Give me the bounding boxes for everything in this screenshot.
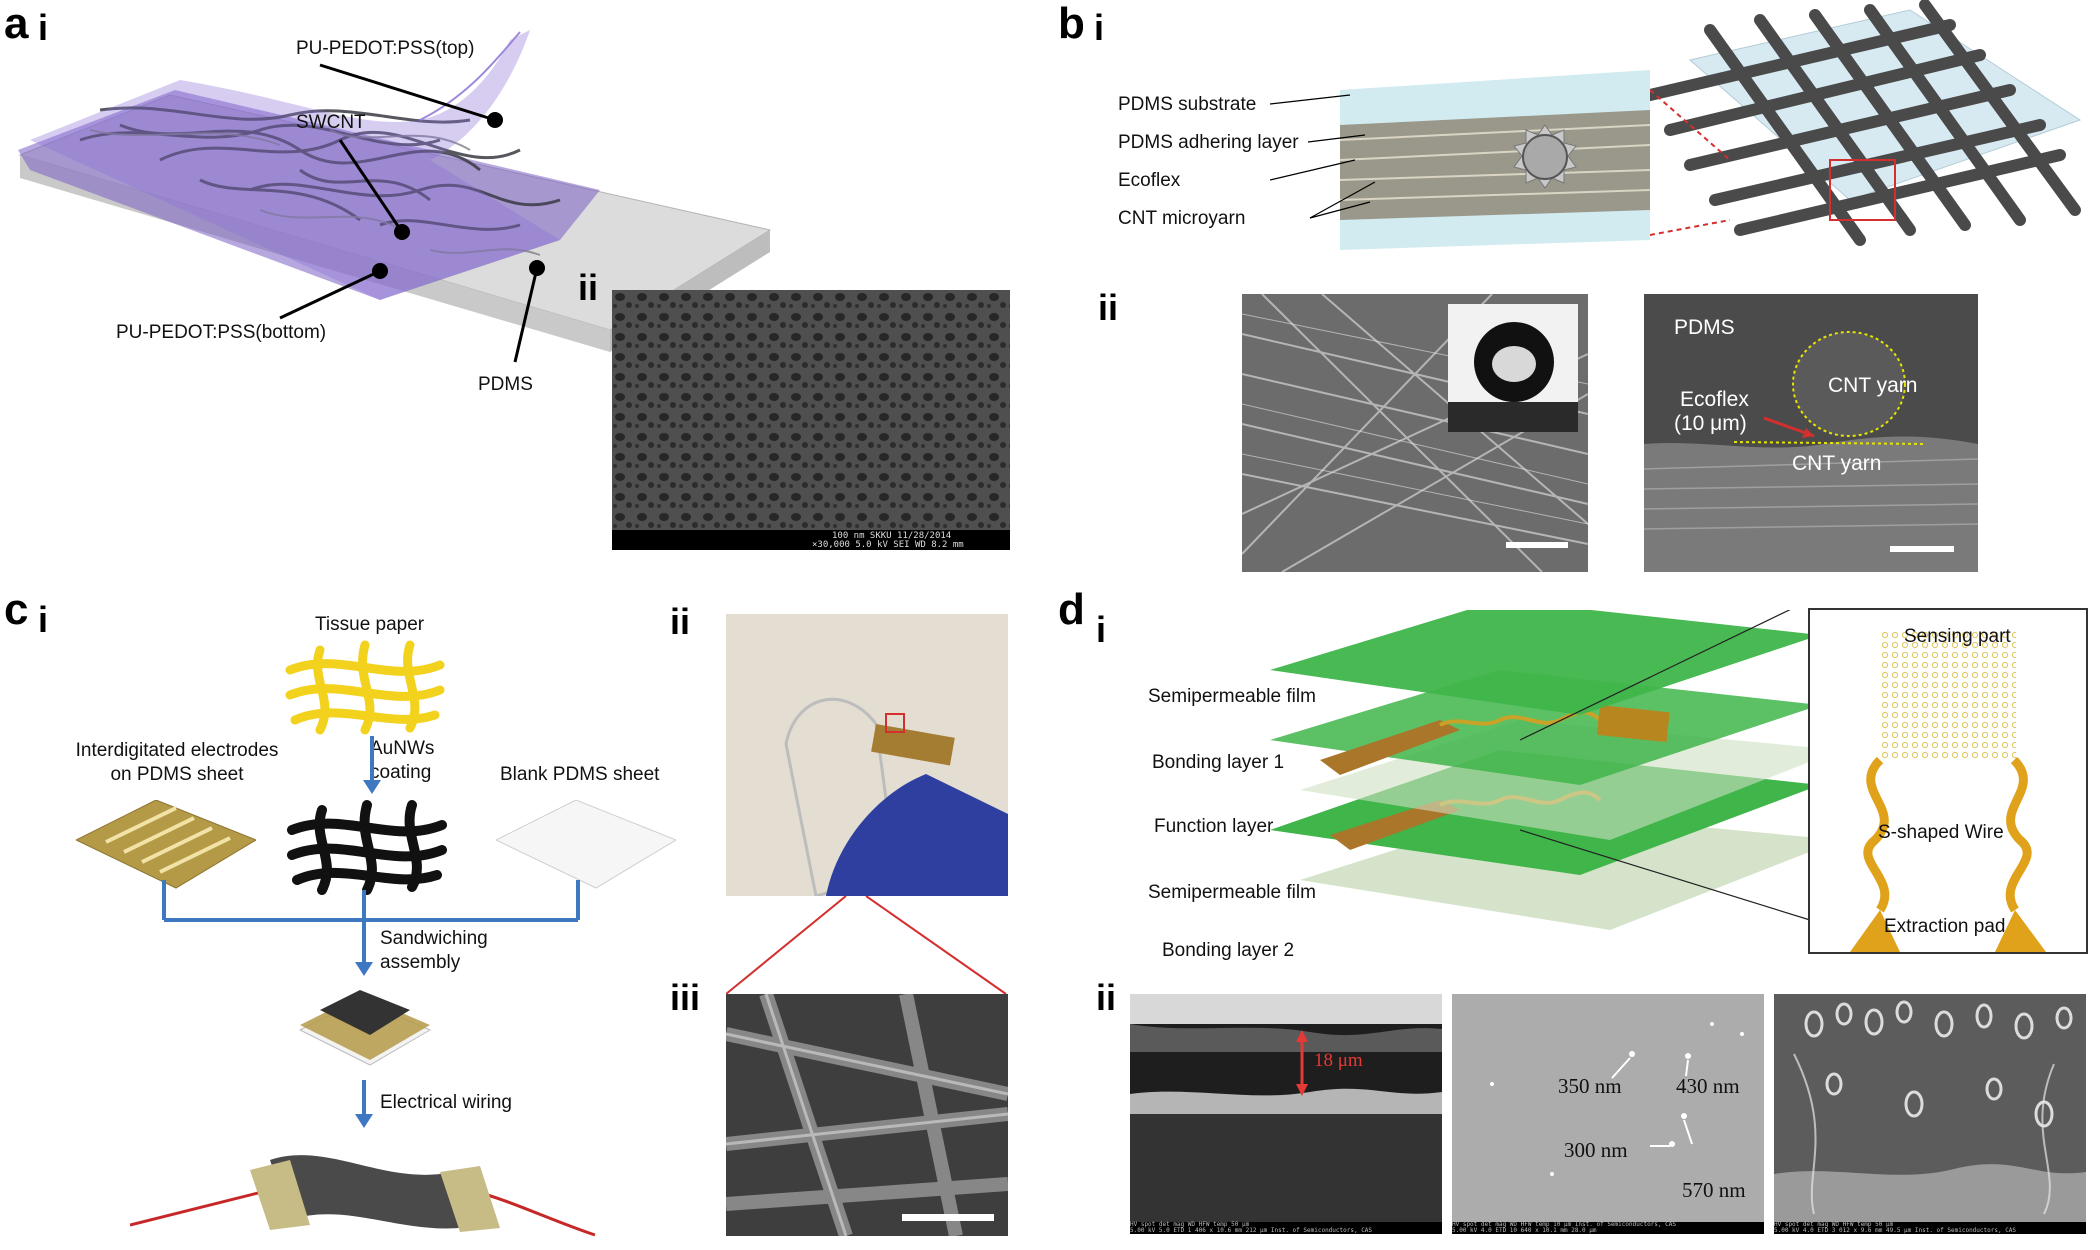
label-semipermeable-2: Semipermeable film bbox=[1148, 882, 1316, 903]
panel-b-leader-lines bbox=[1270, 94, 1376, 219]
sem-label-cnt-yarn-top: CNT yarn bbox=[1828, 374, 1918, 397]
label-sensing-part: Sensing part bbox=[1904, 626, 2011, 647]
panel-letter-c: c bbox=[4, 585, 29, 634]
sem-label-300nm: 300 nm bbox=[1564, 1138, 1628, 1162]
panel-d-ii-label: ii bbox=[1096, 977, 1117, 1018]
label-aunws-1: AuNWs bbox=[370, 738, 435, 759]
label-bonding-layer-1: Bonding layer 1 bbox=[1152, 752, 1285, 773]
panel-a-sem-porous: 100 nm SKKU 11/28/2014 ×30,000 5.0 kV SE… bbox=[612, 290, 1010, 550]
sem-info-bar-1-line-2: 5.00 kV 5.0 ETD 1 406 x 10.6 mm 212 μm I… bbox=[1130, 1227, 1373, 1234]
assembly-bracket-arrows bbox=[162, 880, 580, 922]
panel-b-zoom-lines bbox=[1650, 89, 1730, 236]
panel-d-sem-info-bar-2: HV spot det mag WD HFW temp 10 μm Inst. … bbox=[1452, 1222, 1764, 1234]
sem-info-bar-2-line-2: 5.00 kV 4.0 ETD 10 640 x 10.1 mm 28.0 μm bbox=[1452, 1227, 1597, 1234]
label-interdigitated-1: Interdigitated electrodes bbox=[75, 740, 279, 761]
sem-label-350nm: 350 nm bbox=[1558, 1074, 1622, 1098]
panel-b-ii-label: ii bbox=[1098, 287, 1119, 328]
label-pdms-a: PDMS bbox=[478, 374, 533, 395]
panel-a-sem-info-bar: 100 nm SKKU 11/28/2014 ×30,000 5.0 kV SE… bbox=[612, 530, 1010, 550]
panel-d-sem-pores: 350 nm 430 nm 300 nm 570 nm HV spot det … bbox=[1452, 994, 1764, 1234]
label-swcnt: SWCNT bbox=[296, 112, 366, 133]
label-aunws-2: coating bbox=[370, 762, 432, 783]
sem-label-pdms: PDMS bbox=[1674, 316, 1735, 339]
label-pu-pedot-top: PU-PEDOT:PSS(top) bbox=[296, 38, 475, 59]
panel-d-zoom-box: Sensing part S-shaped Wire Extraction pa… bbox=[1808, 608, 2088, 954]
label-electrical-wiring: Electrical wiring bbox=[380, 1092, 512, 1113]
arrow-down-2 bbox=[355, 920, 373, 976]
label-extraction-pad: Extraction pad bbox=[1884, 916, 2006, 937]
label-semipermeable-1: Semipermeable film bbox=[1148, 686, 1316, 707]
sem-info-bar-3-line-1: HV spot det mag WD HFW temp 50 μm bbox=[1774, 1221, 1894, 1228]
label-tissue-paper: Tissue paper bbox=[315, 614, 425, 635]
tissue-paper-icon bbox=[285, 640, 445, 735]
arrow-down-3 bbox=[355, 1080, 373, 1128]
panel-letter-d: d bbox=[1058, 585, 1085, 634]
sandwich-assembly-icon bbox=[298, 990, 432, 1066]
sem-info-bar-3-line-2: 5.00 kV 4.0 ETD 3 012 x 9.6 mm 49.5 μm I… bbox=[1774, 1227, 2017, 1234]
sem-info-bar-2-line-1: HV spot det mag WD HFW temp 10 μm Inst. … bbox=[1452, 1221, 1676, 1228]
panel-letter-b: b bbox=[1058, 0, 1085, 48]
panel-b-yarn-grid bbox=[1650, 0, 2082, 246]
label-pdms-adhering-layer: PDMS adhering layer bbox=[1118, 132, 1299, 153]
label-s-shaped-wire: S-shaped Wire bbox=[1878, 822, 2004, 843]
panel-c-i-label: i bbox=[38, 599, 49, 640]
panel-a-layer-illustration bbox=[18, 30, 772, 363]
label-interdigitated-2: on PDMS sheet bbox=[110, 764, 244, 785]
panel-d-layer-stack bbox=[1270, 610, 1820, 930]
label-ecoflex: Ecoflex bbox=[1118, 170, 1181, 191]
panel-c-iii-label: iii bbox=[670, 977, 701, 1018]
sem-label-18um: 18 μm bbox=[1314, 1050, 1363, 1071]
panel-a-i-label: i bbox=[38, 7, 49, 48]
panel-d-sem-info-bar-1: HV spot det mag WD HFW temp 50 μm 5.00 k… bbox=[1130, 1222, 1442, 1234]
sem-info-line-1: 100 nm SKKU 11/28/2014 bbox=[832, 531, 952, 541]
label-function-layer: Function layer bbox=[1154, 816, 1274, 837]
label-bonding-layer-2: Bonding layer 2 bbox=[1162, 940, 1295, 961]
sem-label-cnt-yarn-bottom: CNT yarn bbox=[1792, 452, 1882, 475]
aunws-coated-tissue-icon bbox=[287, 800, 447, 895]
panel-b-sem-crosssection: PDMS CNT yarn Ecoflex (10 μm) CNT yarn bbox=[1644, 294, 1978, 572]
wired-sensor-icon bbox=[130, 1155, 596, 1237]
sem-label-570nm: 570 nm bbox=[1682, 1178, 1746, 1202]
sem-info-line-2: ×30,000 5.0 kV SEI WD 8.2 mm bbox=[812, 540, 964, 550]
blank-pdms-sheet-icon bbox=[496, 800, 676, 889]
panel-d-i-label: i bbox=[1096, 609, 1107, 650]
sem-label-ecoflex: Ecoflex bbox=[1680, 388, 1749, 411]
panel-b-i-label: i bbox=[1094, 7, 1105, 48]
sem-info-bar-1-line-1: HV spot det mag WD HFW temp 50 μm bbox=[1130, 1221, 1250, 1228]
panel-b-yarn-crosssection bbox=[1339, 70, 1651, 250]
sem-label-430nm: 430 nm bbox=[1676, 1074, 1740, 1098]
label-sandwiching: Sandwiching bbox=[380, 928, 488, 949]
panel-c-ii-label: ii bbox=[670, 601, 691, 642]
panel-a-ii-label: ii bbox=[578, 267, 599, 308]
label-cnt-microyarn: CNT microyarn bbox=[1118, 208, 1246, 229]
panel-letter-a: a bbox=[4, 0, 29, 48]
sem-label-ecoflex-thickness: (10 μm) bbox=[1674, 412, 1747, 435]
panel-d-sem-info-bar-3: HV spot det mag WD HFW temp 50 μm 5.00 k… bbox=[1774, 1222, 2086, 1234]
panel-d-sem-thickness: 18 μm HV spot det mag WD HFW temp 50 μm … bbox=[1130, 994, 1442, 1234]
label-blank-pdms: Blank PDMS sheet bbox=[500, 764, 660, 785]
panel-d-sem-bubbles: HV spot det mag WD HFW temp 50 μm 5.00 k… bbox=[1774, 994, 2086, 1234]
panel-c-sem-fibers bbox=[726, 994, 1008, 1236]
panel-c-photo-bent-sensor bbox=[726, 614, 1008, 896]
panel-c-zoom-lines bbox=[726, 896, 1007, 995]
label-pu-pedot-bottom: PU-PEDOT:PSS(bottom) bbox=[116, 322, 327, 343]
panel-b-sem-fibers bbox=[1242, 294, 1588, 572]
label-assembly: assembly bbox=[380, 952, 461, 973]
label-pdms-substrate: PDMS substrate bbox=[1118, 94, 1257, 115]
arrow-down-1 bbox=[363, 736, 381, 794]
interdigitated-electrode-icon bbox=[76, 800, 256, 889]
